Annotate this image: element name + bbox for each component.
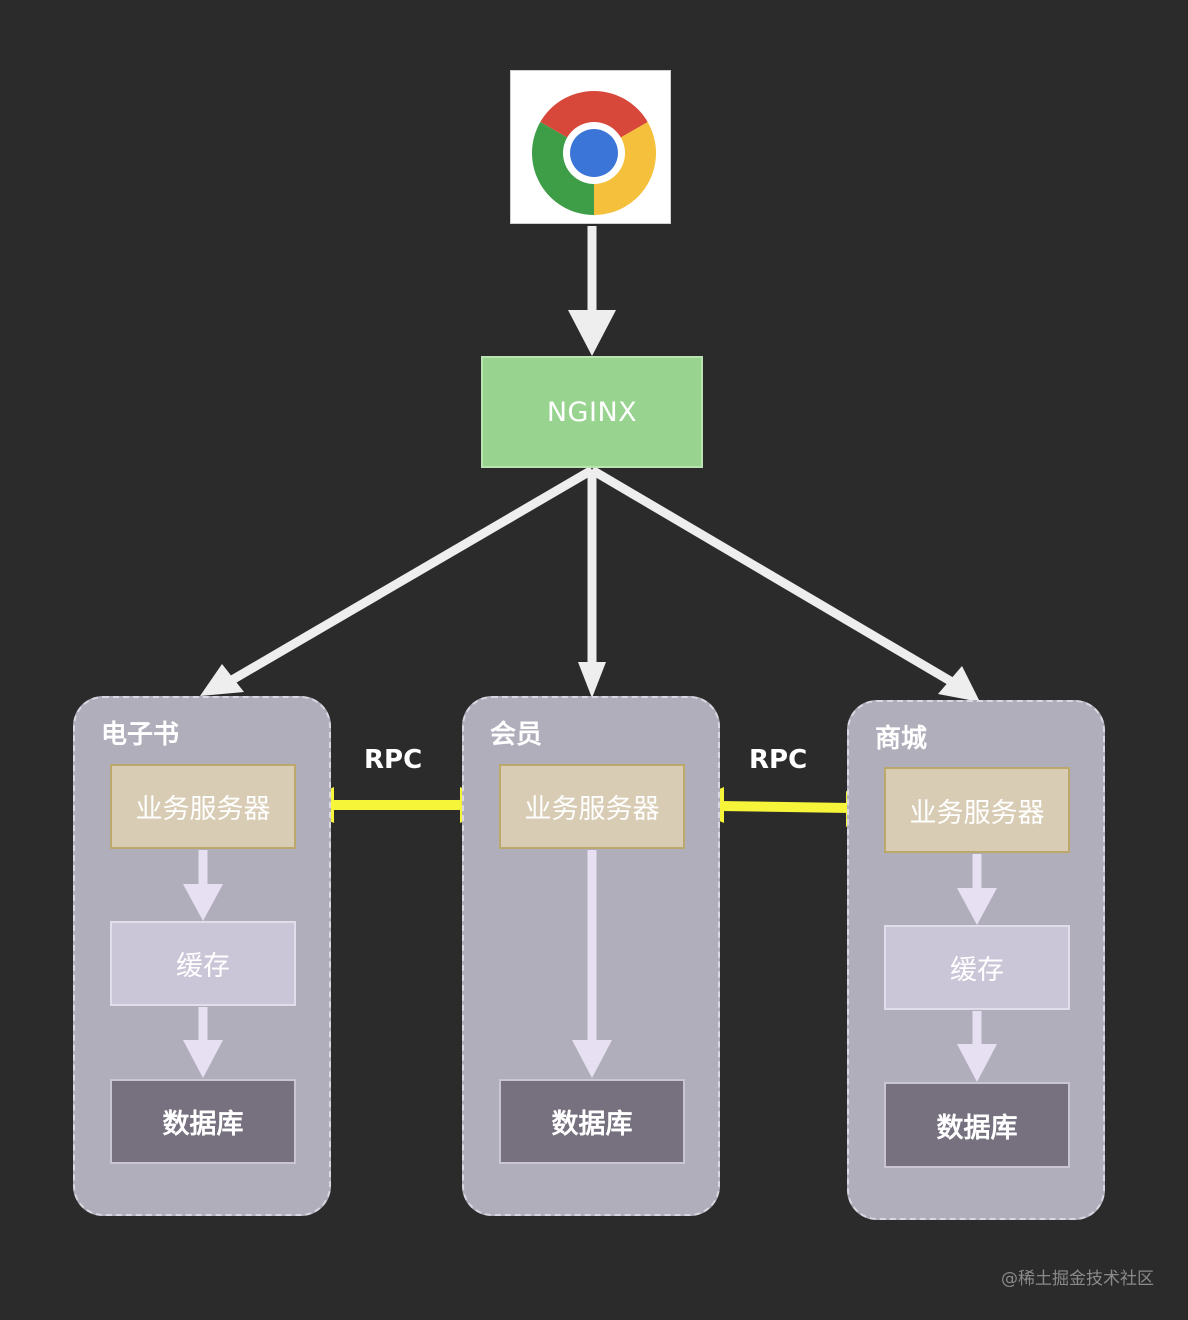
arrowhead-ebook xyxy=(200,664,244,696)
rpc-label-right: RPC xyxy=(749,745,808,775)
arrowhead-nginx xyxy=(568,310,616,356)
arrow-nginx-to-mall xyxy=(589,466,955,686)
service-title: 电子书 xyxy=(101,720,180,750)
cache-mall: 缓存 xyxy=(884,925,1070,1010)
arrow-nginx-to-ebook xyxy=(229,466,595,684)
cache-label: 缓存 xyxy=(176,951,230,982)
business-server-label: 业务服务器 xyxy=(524,794,660,825)
business-server-member: 业务服务器 xyxy=(499,764,685,849)
business-server-ebook: 业务服务器 xyxy=(110,764,296,849)
cache-label: 缓存 xyxy=(950,955,1004,986)
rpc-arrow-right xyxy=(719,801,851,813)
cache-ebook: 缓存 xyxy=(110,921,296,1006)
business-server-label: 业务服务器 xyxy=(909,797,1045,829)
business-server-mall: 业务服务器 xyxy=(884,767,1070,853)
browser-node xyxy=(510,70,671,224)
database-label: 数据库 xyxy=(162,1109,244,1140)
database-mall: 数据库 xyxy=(884,1082,1070,1168)
service-title: 商城 xyxy=(875,724,928,754)
service-title: 会员 xyxy=(490,720,543,750)
watermark: @稀土掘金技术社区 xyxy=(1001,1269,1154,1289)
database-label: 数据库 xyxy=(551,1109,633,1140)
database-member: 数据库 xyxy=(499,1079,685,1164)
nginx-node: NGINX xyxy=(481,356,703,468)
database-label: 数据库 xyxy=(936,1112,1018,1144)
arrowhead-member xyxy=(578,662,606,698)
arrowhead-mall xyxy=(938,666,980,702)
nginx-label: NGINX xyxy=(546,396,638,428)
rpc-label-left: RPC xyxy=(364,745,423,775)
business-server-label: 业务服务器 xyxy=(135,794,271,825)
database-ebook: 数据库 xyxy=(110,1079,296,1164)
chrome-browser-icon xyxy=(531,91,657,215)
